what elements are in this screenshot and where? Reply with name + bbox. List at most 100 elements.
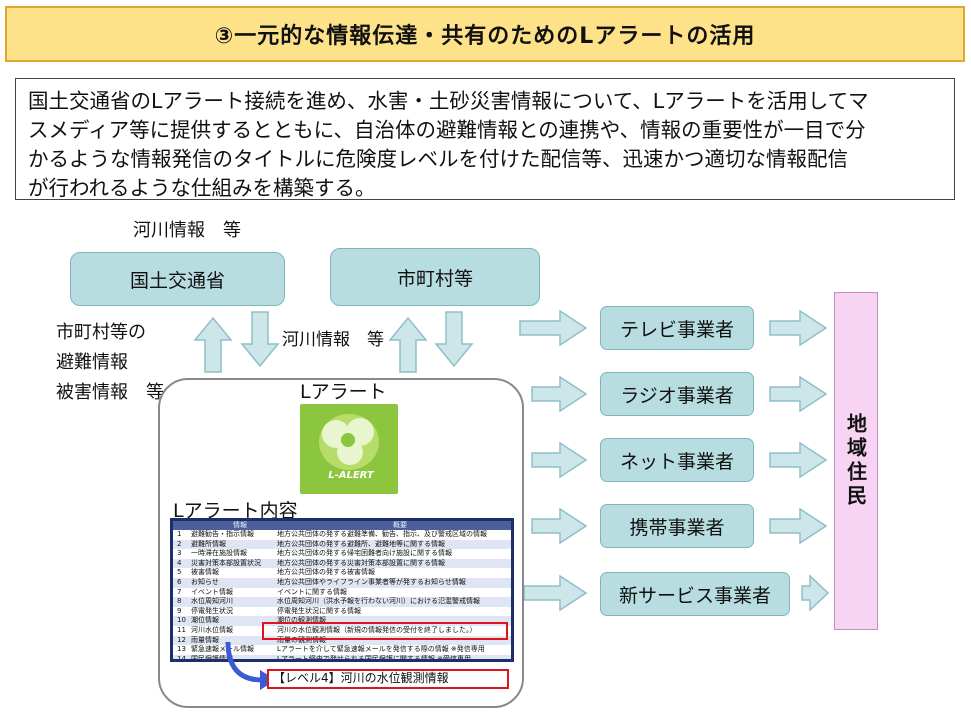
- media-node-new-service: 新サービス事業者: [600, 572, 790, 616]
- muni-info-line: 被害情報 等: [56, 382, 164, 403]
- summary-line: スメディア等に提供するとともに、自治体の避難情報との連携や、情報の重要性が一目で…: [28, 118, 866, 142]
- media-node-radio: ラジオ事業者: [600, 372, 754, 416]
- residents-label: 地域住民: [843, 413, 868, 509]
- table-row: 11 河川水位情報 河川の水位観測情報（新規の情報発信の受付を終了しました。）: [173, 626, 511, 636]
- table-cell-name: 緊急速報メール情報: [191, 645, 254, 654]
- table-row: 3 一時滞在施設情報 地方公共団体の発する帰宅困難者向け施設に関する情報: [173, 549, 511, 559]
- table-cell-num: 6: [177, 577, 182, 586]
- table-cell-num: 9: [177, 606, 182, 615]
- right-arrow: [769, 375, 828, 413]
- table-cell-num: 1: [177, 530, 182, 538]
- summary-line: が行われるような仕組みを構築する。: [28, 176, 376, 200]
- table-cell-name: イベント情報: [191, 587, 233, 596]
- table-cell-name: 国民保護情報: [191, 654, 233, 662]
- table-cell-desc: Lアラート経由で発せられる国民保護に関する情報 ※受信専用: [277, 654, 471, 662]
- table-cell-desc: 地方公共団体の発する被害情報: [277, 568, 375, 577]
- table-cell-name: 雨量情報: [191, 635, 219, 644]
- page-title: ③一元的な情報伝達・共有のためのLアラートの活用: [5, 6, 965, 62]
- right-arrow: [523, 574, 588, 612]
- table-cell-name: お知らせ: [191, 577, 219, 586]
- table-row: 6 お知らせ 地方公共団体やライフライン事業者等が発するお知らせ情報: [173, 577, 511, 588]
- table-row: 8 水位周知河川 水位周知河川（洪水予報を行わない河川）における氾濫警戒情報: [173, 597, 511, 607]
- down-arrow: [434, 311, 474, 368]
- table-cell-desc: 地方公共団体の発する避難所、避難地等に関する情報: [277, 539, 445, 548]
- municipality-node: 市町村等: [330, 248, 540, 306]
- table-cell-desc: 停電発生状況に関する情報: [277, 606, 361, 615]
- table-cell-desc: 水位周知河川（洪水予報を行わない河川）における氾濫警戒情報: [277, 597, 480, 606]
- right-arrow: [769, 507, 828, 545]
- table-row: 4 災害対策本部設置状況 地方公共団体の発する災害対策本部設置に関する情報: [173, 558, 511, 569]
- l-alert-logo: L-ALERT: [300, 404, 398, 494]
- residents-node: 地域住民: [834, 292, 878, 630]
- column-header: 情報: [233, 521, 247, 529]
- level-label: 【レベル4】河川の水位観測情報: [267, 669, 509, 689]
- table-cell-num: 14: [177, 654, 186, 662]
- table-body: 1 避難勧告・指示情報 地方公共団体の発する避難準備、勧告、指示、及び警戒区域の情報…: [173, 530, 511, 662]
- table-cell-desc: 地方公共団体の発する避難準備、勧告、指示、及び警戒区域の情報: [277, 530, 487, 538]
- summary-line: かるような情報発信のタイトルに危険度レベルを付けた配信等、迅速かつ適切な情報配信: [28, 147, 848, 171]
- table-cell-num: 4: [177, 558, 182, 567]
- media-node-mobile: 携帯事業者: [600, 504, 754, 548]
- table-row: 14 国民保護情報 Lアラート経由で発せられる国民保護に関する情報 ※受信専用: [173, 654, 511, 662]
- table-cell-name: 被害情報: [191, 568, 219, 577]
- table-row: 9 停電発生状況 停電発生状況に関する情報: [173, 607, 511, 617]
- table-row: 2 避難所情報 地方公共団体の発する避難所、避難地等に関する情報: [173, 539, 511, 550]
- table-cell-desc: Lアラートを介して緊急速報メールを発信する際の情報 ※発信専用: [277, 645, 485, 654]
- muni-info-line: 市町村等の: [56, 322, 146, 343]
- right-arrow: [531, 375, 588, 413]
- mlit-node: 国土交通省: [70, 252, 285, 306]
- river-info-label: 河川情報 等: [282, 330, 384, 350]
- table-cell-name: 河川水位情報: [191, 625, 233, 634]
- table-cell-desc: 潮位の観測情報: [277, 616, 326, 625]
- table-row: 5 被害情報 地方公共団体の発する被害情報: [173, 568, 511, 578]
- table-row: 13 緊急速報メール情報 Lアラートを介して緊急速報メールを発信する際の情報 ※発信…: [173, 645, 511, 655]
- table-cell-desc: 河川の水位観測情報（新規の情報発信の受付を終了しました。）: [277, 625, 477, 634]
- table-cell-name: 潮位情報: [191, 616, 219, 625]
- media-node-net: ネット事業者: [600, 438, 754, 482]
- summary-text: 国土交通省のLアラート接続を進め、水害・土砂災害情報について、Lアラートを活用し…: [15, 78, 955, 200]
- right-arrow: [801, 574, 830, 612]
- table-cell-name: 停電発生状況: [191, 606, 233, 615]
- table-row: 7 イベント情報 イベントに関する情報: [173, 588, 511, 598]
- right-arrow: [769, 441, 828, 479]
- right-arrow: [519, 309, 588, 347]
- right-arrow: [769, 309, 828, 347]
- table-cell-name: 災害対策本部設置状況: [191, 558, 261, 567]
- l-alert-contents-title: Lアラート内容: [173, 500, 298, 522]
- table-cell-num: 3: [177, 549, 182, 558]
- table-cell-name: 水位周知河川: [191, 597, 233, 606]
- table-cell-name: 一時滞在施設情報: [191, 549, 247, 558]
- table-cell-num: 10: [177, 616, 186, 625]
- l-alert-title: Lアラート: [300, 381, 387, 403]
- clover-icon: [319, 414, 379, 470]
- logo-text: L-ALERT: [328, 470, 374, 481]
- table-cell-num: 5: [177, 568, 182, 577]
- table-cell-num: 13: [177, 645, 186, 654]
- media-node-tv: テレビ事業者: [600, 306, 754, 350]
- right-arrow: [531, 441, 588, 479]
- up-arrow: [193, 316, 233, 373]
- table-header: 情報 概要: [173, 521, 511, 530]
- river-info-label: 河川情報 等: [133, 220, 241, 241]
- right-arrow: [531, 507, 588, 545]
- table-cell-num: 7: [177, 587, 182, 596]
- table-cell-desc: 地方公共団体の発する災害対策本部設置に関する情報: [277, 558, 445, 567]
- down-arrow: [240, 311, 280, 368]
- table-row: 10 潮位情報 潮位の観測情報: [173, 616, 511, 626]
- table-cell-num: 12: [177, 635, 186, 644]
- up-arrow: [388, 316, 428, 373]
- column-header: 概要: [393, 521, 407, 529]
- muni-info-line: 避難情報: [56, 352, 128, 373]
- table-cell-desc: 地方公共団体やライフライン事業者等が発するお知らせ情報: [277, 577, 466, 586]
- municipality-info-label: 市町村等の 避難情報 被害情報 等: [56, 318, 164, 408]
- table-cell-num: 11: [177, 625, 186, 634]
- table-cell-name: 避難所情報: [191, 539, 226, 548]
- table-cell-desc: 地方公共団体の発する帰宅困難者向け施設に関する情報: [277, 549, 452, 558]
- summary-line: 国土交通省のLアラート接続を進め、水害・土砂災害情報について、Lアラートを活用し…: [28, 89, 869, 113]
- table-cell-num: 8: [177, 597, 182, 606]
- table-cell-desc: イベントに関する情報: [277, 587, 347, 596]
- highlight-box: [262, 622, 508, 640]
- table-cell-num: 2: [177, 539, 182, 548]
- table-row: 1 避難勧告・指示情報 地方公共団体の発する避難準備、勧告、指示、及び警戒区域の情報: [173, 530, 511, 540]
- table-cell-name: 避難勧告・指示情報: [191, 530, 254, 538]
